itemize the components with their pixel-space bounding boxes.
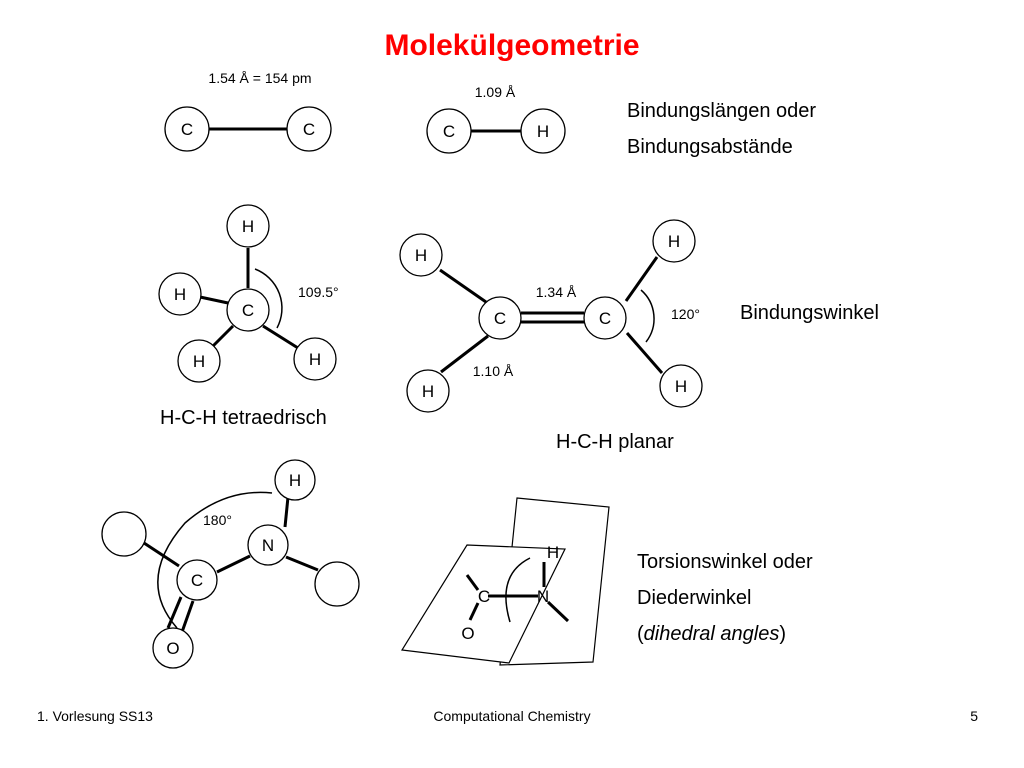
- torsion-caption-line1: Torsionswinkel oder: [637, 551, 813, 573]
- substituent-atom: [314, 561, 360, 607]
- hydrogen-atom-label: H: [415, 246, 427, 265]
- hydrogen-atom-label: H: [193, 352, 205, 371]
- carbon-atom: [226, 288, 270, 332]
- torsion-caption-line3: (dihedral angles): [637, 623, 786, 645]
- hydrogen-atom: [520, 108, 566, 154]
- carbon-atom: [583, 296, 627, 340]
- tetrahedral-caption: H-C-H tetraedrisch: [160, 407, 327, 429]
- ch-bond: [199, 295, 229, 305]
- carbon-atom: [478, 296, 522, 340]
- oxygen-atom-label: O: [166, 639, 179, 658]
- dihedral-angle-arc: [505, 557, 531, 623]
- bond-lengths-caption-line1: Bindungslängen oder: [627, 100, 816, 122]
- substituent-atom: [101, 511, 147, 557]
- cc-bond-length-label: 1.54 Å = 154 pm: [208, 70, 311, 86]
- hydrogen-atom: [659, 364, 703, 408]
- tetrahedral-angle-label: 109.5°: [298, 284, 339, 300]
- paren-close: ): [779, 623, 786, 645]
- bond: [285, 555, 319, 572]
- hydrogen-atom: [177, 339, 221, 383]
- planar-angle-label: 120°: [671, 306, 700, 322]
- oxygen-atom: [152, 627, 194, 669]
- carbon-atom-label: C: [443, 122, 455, 141]
- footer-lecture: 1. Vorlesung SS13: [37, 708, 153, 724]
- nh-bond: [283, 496, 290, 528]
- hydrogen-atom-label: H: [289, 471, 301, 490]
- nitrogen-atom: [247, 524, 289, 566]
- ch-bond-length-label: 1.09 Å: [475, 84, 516, 100]
- hydrogen-atom: [399, 233, 443, 277]
- amide-molecule: H N C O 180°: [101, 459, 360, 669]
- dihedral-angles-term: dihedral angles: [644, 623, 780, 645]
- dihedral-angle-arc: [157, 491, 273, 629]
- footer-page-number: 5: [970, 708, 978, 724]
- planar-ch-bond-length-label: 1.10 Å: [473, 363, 514, 379]
- cc-single-bond-diagram: 1.54 Å = 154 pm C C: [164, 70, 332, 152]
- bond: [465, 574, 480, 591]
- hydrogen-atom: [406, 369, 450, 413]
- planar-caption: H-C-H planar: [556, 431, 674, 453]
- hydrogen-atom-label: H: [422, 382, 434, 401]
- carbon-atom-label: C: [181, 120, 193, 139]
- hydrogen-atom: [274, 459, 316, 501]
- ch-bond-diagram: 1.09 Å C H: [426, 84, 566, 154]
- bond-lengths-caption-line2: Bindungsabstände: [627, 136, 793, 158]
- hydrogen-atom-label: H: [668, 232, 680, 251]
- carbon-atom: [164, 106, 210, 152]
- oxygen-atom-label: O: [461, 624, 474, 643]
- carbon-atom: [426, 108, 472, 154]
- co-bond: [468, 602, 480, 621]
- co-double-bond-line1: [166, 596, 183, 629]
- slide-title: Molekülgeometrie: [384, 29, 639, 62]
- co-double-bond-line2: [180, 600, 195, 633]
- carbon-atom-label: C: [494, 309, 506, 328]
- carbon-atom-label: C: [242, 301, 254, 320]
- bond: [546, 600, 570, 623]
- cn-bond: [216, 554, 251, 574]
- ch-bond: [440, 334, 489, 374]
- carbon-atom: [286, 106, 332, 152]
- planar-molecule: H H H H C C 1.34 Å 1.10 Å 120°: [399, 219, 703, 413]
- hydrogen-atom-label: H: [675, 377, 687, 396]
- hydrogen-atom-label: H: [174, 285, 186, 304]
- hydrogen-atom-label: H: [537, 122, 549, 141]
- tetrahedral-molecule: H H H H C 109.5°: [158, 204, 339, 383]
- ch-bond: [210, 324, 235, 349]
- hydrogen-atom-label: H: [309, 350, 321, 369]
- amide-angle-label: 180°: [203, 512, 232, 528]
- nitrogen-atom-label: N: [537, 587, 549, 606]
- hydrogen-atom: [293, 337, 337, 381]
- hydrogen-atom-label: H: [547, 543, 559, 562]
- ch-bond: [624, 256, 659, 302]
- bond-angle-arc: [640, 289, 655, 343]
- carbon-atom-label: C: [303, 120, 315, 139]
- carbon-atom-label: C: [191, 571, 203, 590]
- ch-bond: [439, 268, 487, 304]
- carbon-atom-label: C: [599, 309, 611, 328]
- bond: [143, 541, 180, 568]
- carbon-atom-label: C: [478, 587, 490, 606]
- ch-bond: [625, 332, 664, 374]
- hydrogen-atom-label: H: [242, 217, 254, 236]
- torsion-caption-line2: Diederwinkel: [637, 587, 752, 609]
- hydrogen-atom: [652, 219, 696, 263]
- footer-course: Computational Chemistry: [433, 708, 590, 724]
- bond-angle-arc: [254, 268, 283, 329]
- hydrogen-atom: [226, 204, 270, 248]
- nitrogen-atom-label: N: [262, 536, 274, 555]
- bond-angles-caption: Bindungswinkel: [740, 302, 879, 324]
- dihedral-planes-diagram: H C N O: [400, 497, 610, 666]
- plane-left: [400, 544, 566, 664]
- hydrogen-atom: [158, 272, 202, 316]
- carbon-atom: [176, 559, 218, 601]
- paren-open: (: [637, 623, 644, 645]
- cc-double-bond-length-label: 1.34 Å: [536, 284, 577, 300]
- ch-bond: [262, 324, 299, 350]
